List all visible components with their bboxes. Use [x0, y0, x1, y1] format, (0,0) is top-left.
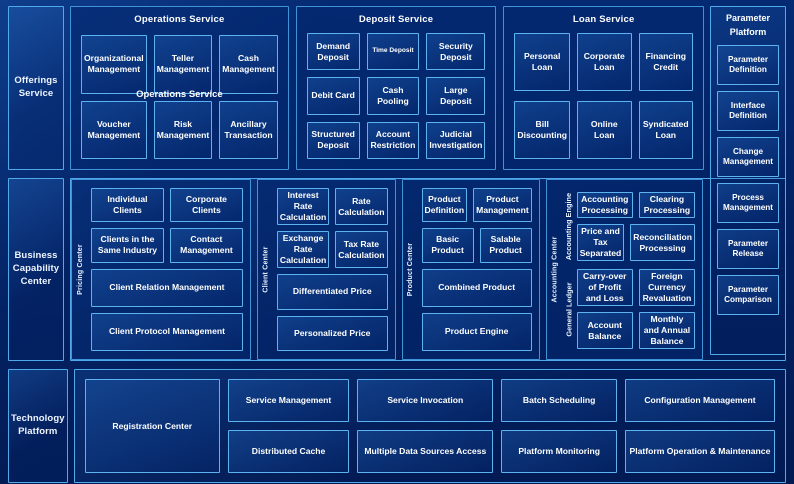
- cell-platform-operation-and-maintenance[interactable]: Platform Operation & Maintenance: [624, 430, 775, 473]
- cell-reconciliation-processing[interactable]: Reconciliation Processing: [630, 224, 695, 261]
- cell-distributed-cache[interactable]: Distributed Cache: [227, 430, 350, 473]
- cell-parameter-definition[interactable]: Parameter Definition: [717, 45, 779, 85]
- cell-client-protocol-management[interactable]: Client Protocol Management: [91, 312, 243, 351]
- cell-service-invocation[interactable]: Service Invocation: [357, 379, 494, 422]
- accounting-engine-block: Accounting Engine Accounting Processing …: [564, 188, 696, 265]
- cell-syndicated-loan[interactable]: Syndicated Loan: [638, 101, 693, 159]
- accounting-center-vertical-label: Accounting Center: [551, 236, 559, 303]
- loan-service-grid: Personal Loan Corporate Loan Financing C…: [504, 25, 703, 169]
- cell-batch-scheduling[interactable]: Batch Scheduling: [501, 379, 617, 422]
- offerings-service-groups: Operations Service Organizational Manage…: [70, 6, 786, 170]
- cell-account-restriction[interactable]: Account Restriction: [366, 121, 420, 159]
- group-title-deposit-service: Deposit Service: [358, 14, 434, 25]
- offerings-service-row: Offerings Service Operations Service Org…: [8, 6, 786, 170]
- group-operations-service[interactable]: Operations Service Organizational Manage…: [70, 6, 289, 170]
- capability-center-1-vertical-label: Pricing Center: [77, 244, 84, 295]
- parameter-platform-title: Parameter Platform: [725, 13, 771, 37]
- cell-financing-credit[interactable]: Financing Credit: [638, 33, 693, 91]
- capability-center-3[interactable]: Product Center Product Definition Produc…: [401, 179, 540, 360]
- cell-individual-clients[interactable]: Individual Clients: [91, 188, 164, 223]
- cell-cash-pooling[interactable]: Cash Pooling: [366, 77, 420, 115]
- cell-salable-product[interactable]: Salable Product: [479, 228, 532, 263]
- cell-change-management[interactable]: Change Management: [717, 137, 779, 177]
- cell-exchange-rate-calculation[interactable]: Exchange Rate Calculation: [276, 231, 330, 268]
- cell-personalized-price[interactable]: Personalized Price: [276, 315, 388, 351]
- technology-platform-row: Technology Platform Registration Center …: [8, 369, 786, 483]
- capability-center-3-vertical-label: Product Center: [407, 242, 415, 297]
- cell-debit-card[interactable]: Debit Card: [306, 77, 360, 115]
- cell-client-relation-management[interactable]: Client Relation Management: [91, 268, 243, 307]
- cell-risk-management[interactable]: Risk Management: [153, 100, 213, 159]
- cell-clearing-processing[interactable]: Clearing Processing: [638, 192, 696, 218]
- cell-teller-management[interactable]: Teller Management: [153, 35, 213, 94]
- technology-column-3: Batch Scheduling Platform Monitoring: [501, 379, 617, 473]
- cell-interface-definition[interactable]: Interface Definition: [717, 91, 779, 131]
- cell-tax-rate-calculation[interactable]: Tax Rate Calculation: [335, 231, 388, 268]
- cell-combined-product[interactable]: Combined Product: [421, 268, 532, 307]
- cell-service-management[interactable]: Service Management: [227, 379, 350, 422]
- cell-carry-over-of-profit-and-loss[interactable]: Carry-over of Profit and Loss: [576, 269, 633, 306]
- cell-rate-calculation[interactable]: Rate Calculation: [335, 188, 388, 225]
- business-capability-panel: Pricing Center Individual Clients Corpor…: [70, 178, 786, 361]
- cell-ancillary-transaction[interactable]: Ancillary Transaction: [219, 100, 278, 159]
- group-title-loan-service: Loan Service: [572, 14, 635, 25]
- technology-column-2: Service Invocation Multiple Data Sources…: [357, 379, 494, 473]
- general-ledger-vertical-label: General Ledger: [564, 281, 574, 337]
- cell-contact-management[interactable]: Contact Management: [169, 228, 243, 263]
- cell-registration-center[interactable]: Registration Center: [84, 379, 220, 473]
- accounting-engine-vertical-label: Accounting Engine: [564, 192, 574, 261]
- cell-voucher-management[interactable]: Voucher Management: [81, 100, 147, 159]
- cell-parameter-comparison[interactable]: Parameter Comparison: [717, 275, 779, 315]
- cell-structured-deposit[interactable]: Structured Deposit: [306, 121, 360, 159]
- parameter-platform-column[interactable]: Parameter Platform Parameter Definition …: [710, 6, 786, 355]
- cell-security-deposit[interactable]: Security Deposit: [426, 33, 486, 71]
- general-ledger-block: General Ledger Carry-over of Profit and …: [564, 265, 696, 353]
- cell-process-management[interactable]: Process Management: [717, 183, 779, 223]
- cell-product-definition[interactable]: Product Definition: [421, 188, 468, 223]
- cell-product-engine[interactable]: Product Engine: [421, 312, 532, 351]
- cell-parameter-release[interactable]: Parameter Release: [717, 229, 779, 269]
- cell-multiple-data-sources-access[interactable]: Multiple Data Sources Access: [357, 430, 494, 473]
- cell-price-and-tax-separated[interactable]: Price and Tax Separated: [576, 224, 625, 261]
- cell-large-deposit[interactable]: Large Deposit: [426, 77, 486, 115]
- row-label-technology-platform: Technology Platform: [8, 369, 68, 483]
- group-loan-service[interactable]: Loan Service Personal Loan Corporate Loa…: [503, 6, 704, 170]
- deposit-service-grid: Demand Deposit Time Deposit Security Dep…: [297, 25, 496, 169]
- capability-center-2[interactable]: Client Center Interest Rate Calculation …: [256, 179, 396, 360]
- cell-bill-discounting[interactable]: Bill Discounting: [514, 101, 571, 159]
- cell-differentiated-price[interactable]: Differentiated Price: [276, 274, 388, 310]
- cell-cash-management[interactable]: Cash Management: [219, 35, 278, 94]
- cell-platform-monitoring[interactable]: Platform Monitoring: [501, 430, 617, 473]
- cell-demand-deposit[interactable]: Demand Deposit: [306, 33, 360, 71]
- business-capability-row: Business Capability Center Pricing Cente…: [8, 178, 786, 361]
- cell-judicial-investigation[interactable]: Judicial Investigation: [426, 121, 486, 159]
- cell-basic-product[interactable]: Basic Product: [421, 228, 474, 263]
- cell-configuration-management[interactable]: Configuration Management: [624, 379, 775, 422]
- cell-product-management[interactable]: Product Management: [473, 188, 532, 223]
- cell-corporate-clients[interactable]: Corporate Clients: [169, 188, 243, 223]
- cell-organizational-management[interactable]: Organizational Management: [81, 35, 147, 94]
- row-label-offerings-service: Offerings Service: [8, 6, 64, 170]
- accounting-center[interactable]: Accounting Center Accounting Engine Acco…: [545, 179, 703, 360]
- cell-online-loan[interactable]: Online Loan: [577, 101, 632, 159]
- cell-account-balance[interactable]: Account Balance: [576, 312, 633, 349]
- cell-accounting-processing[interactable]: Accounting Processing: [576, 192, 633, 218]
- row-label-business-capability-center: Business Capability Center: [8, 178, 64, 361]
- operations-service-grid: Organizational Management Teller Managem…: [71, 25, 288, 169]
- cell-interest-rate-calculation[interactable]: Interest Rate Calculation: [276, 188, 330, 225]
- cell-clients-in-the-same-industry[interactable]: Clients in the Same Industry: [91, 228, 164, 263]
- group-title-operations-service: Operations Service: [134, 14, 225, 25]
- cell-monthly-and-annual-balance[interactable]: Monthly and Annual Balance: [638, 312, 696, 349]
- cell-time-deposit[interactable]: Time Deposit: [366, 33, 420, 71]
- capability-center-2-vertical-label: Client Center: [262, 246, 270, 293]
- technology-column-4: Configuration Management Platform Operat…: [624, 379, 775, 473]
- cell-personal-loan[interactable]: Personal Loan: [514, 33, 571, 91]
- cell-corporate-loan[interactable]: Corporate Loan: [577, 33, 632, 91]
- cell-foreign-currency-revaluation[interactable]: Foreign Currency Revaluation: [638, 269, 696, 306]
- technology-column-1: Service Management Distributed Cache: [227, 379, 350, 473]
- group-deposit-service[interactable]: Deposit Service Demand Deposit Time Depo…: [295, 6, 497, 170]
- technology-platform-panel: Registration Center Service Management D…: [73, 369, 786, 483]
- capability-center-1[interactable]: Pricing Center Individual Clients Corpor…: [71, 179, 251, 360]
